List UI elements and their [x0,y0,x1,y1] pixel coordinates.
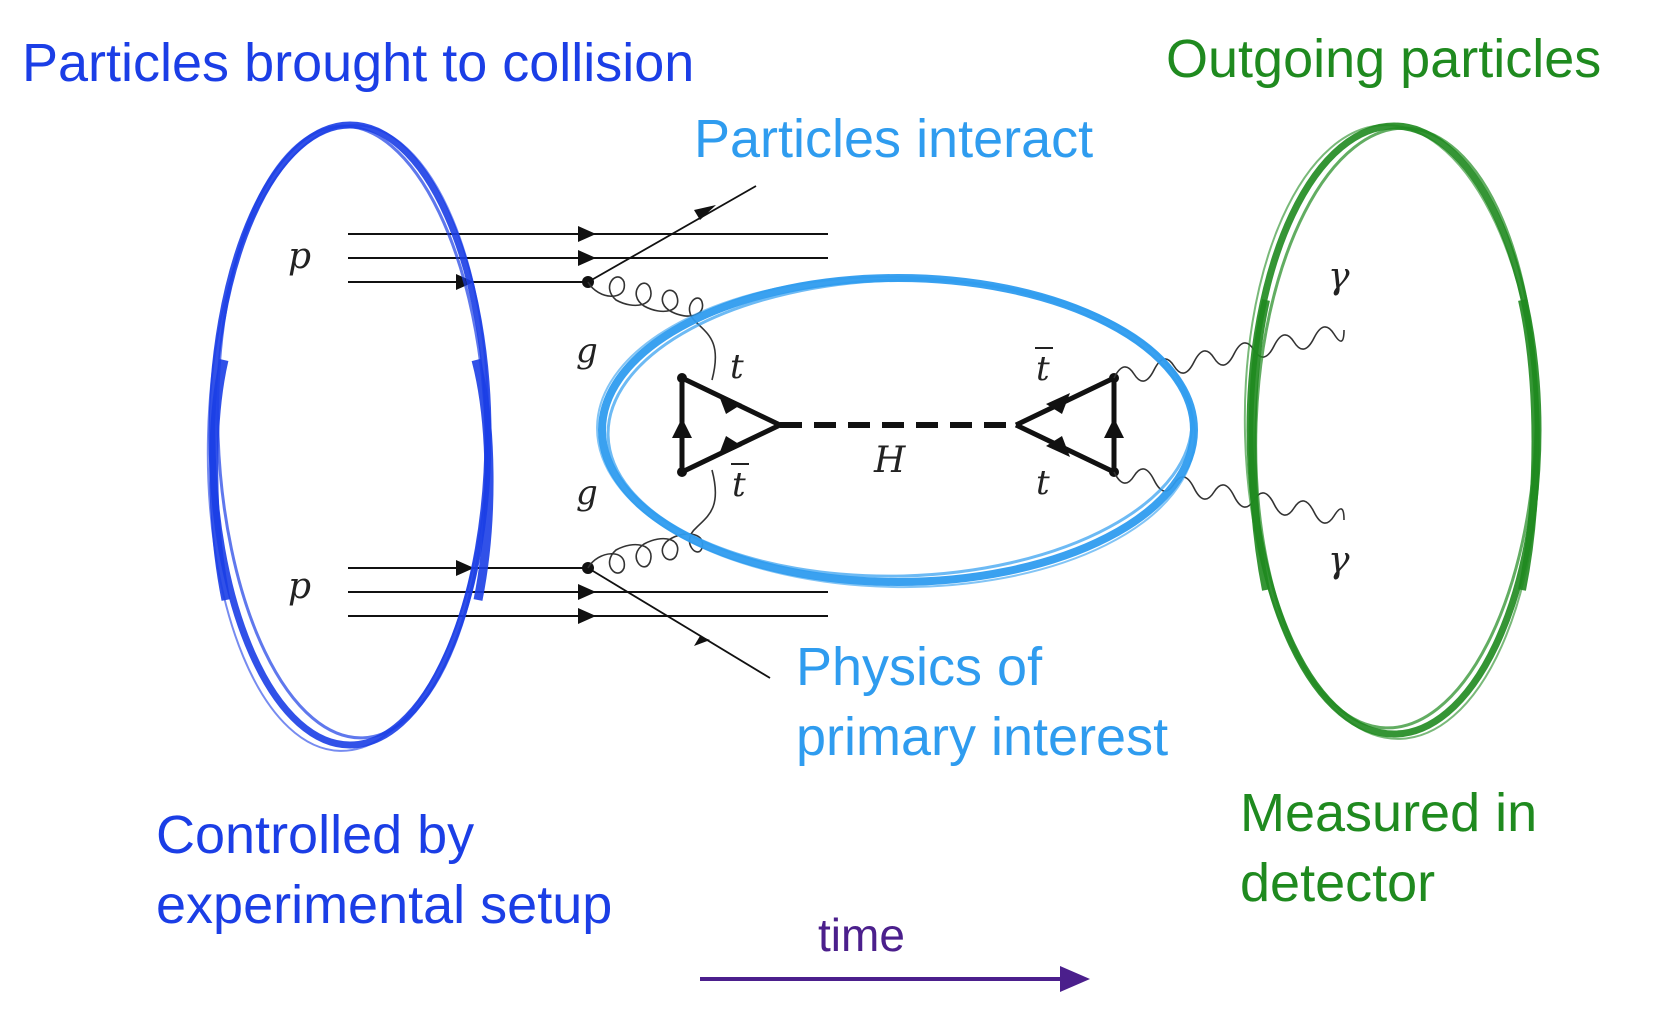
lower-proton-arrows [456,560,596,624]
upper-photon [1113,326,1345,382]
photon-symbol-upper: γ [1328,256,1350,297]
measured-label: Measured in detector [1240,778,1537,918]
top-symbol-right: t [1036,463,1050,503]
antitop-symbol-right: t [1036,349,1050,389]
time-arrow [700,966,1090,992]
proton-symbol-upper: p [288,236,311,277]
top-symbol-left: t [730,347,744,387]
gluon-symbol-lower: g [576,473,598,513]
controlled-label: Controlled by experimental setup [156,800,612,940]
outgoing-title: Outgoing particles [1166,29,1602,89]
gluon-symbol-upper: g [576,331,598,371]
physics-label-line2: primary interest [796,707,1169,768]
interact-title: Particles interact [694,109,1094,169]
lower-photon [1113,468,1345,524]
right-loop-arrows [1046,393,1124,457]
measured-label-line1: Measured in [1240,783,1538,843]
antitop-symbol-left: t [732,465,746,505]
upper-gluon [587,276,717,381]
left-top-loop [679,375,782,475]
time-label: time [818,909,905,961]
photon-symbol-lower: γ [1328,540,1350,581]
controlled-label-line2: experimental setup [156,875,613,936]
measured-label-line2: detector [1240,853,1436,914]
physics-label: Physics of primary interest [796,632,1168,772]
higgs-symbol: H [873,440,906,481]
controlled-label-line1: Controlled by [156,805,475,865]
outgoing-ellipse [1243,122,1542,740]
incoming-title: Particles brought to collision [22,33,695,93]
right-top-loop [1014,375,1117,475]
incoming-ellipse [206,121,494,752]
lower-gluon [587,469,717,574]
proton-symbol-lower: p [288,566,311,607]
outgoing-quark-arrows [694,205,716,646]
physics-label-line1: Physics of [796,637,1043,697]
left-loop-arrows [672,393,742,457]
interaction-ellipse [596,274,1198,589]
outgoing-quark-lines [587,185,771,679]
